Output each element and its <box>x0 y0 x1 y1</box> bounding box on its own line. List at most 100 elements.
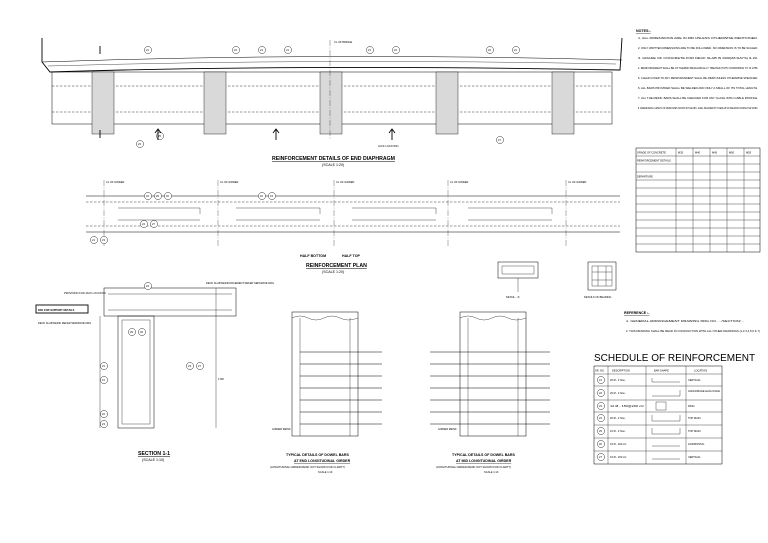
schedule-row: 21 20 Ø - 2 Nos. VERTICAL <box>597 376 701 384</box>
deck-top-bar <box>47 61 617 67</box>
section-scale: (SCALE 1:10) <box>142 458 164 462</box>
girder-label: CL OF GIRDER <box>450 180 468 184</box>
deck-slab-soffit <box>41 56 623 63</box>
bar-mark: 25 <box>156 194 159 198</box>
bar-mark: 23 <box>102 422 105 426</box>
jack-arrow-icon <box>388 128 396 140</box>
half-top-label: HALF TOP <box>342 254 361 258</box>
bar-mark: 23 <box>188 364 191 368</box>
detail-a-box <box>497 261 539 279</box>
table-header: M55 <box>746 151 752 155</box>
table-header: GRADE OF CONCRETE <box>637 151 666 155</box>
schedule-row: 24 20 Ø - 2 Nos. TOP MAIN <box>597 414 701 422</box>
bar-mark: 27 <box>498 138 501 142</box>
bar-mark: 21 <box>368 48 371 52</box>
schedule-col: LOCATION <box>694 369 707 373</box>
schedule-desc: 16 Ø - 200 c/c <box>610 455 627 459</box>
girder-label: CL OF GIRDER <box>336 180 354 184</box>
dowel-mid-title-1: TYPICAL DETAILS OF DOWEL BARS <box>452 453 515 457</box>
bar-mark: 21 <box>514 48 517 52</box>
jack-location-label: JACK LOCATION <box>378 144 399 148</box>
small-details: DETAIL - 'A' DETAILS OF BEARING <box>497 261 617 299</box>
dowel-end-title-2: AT END LONGITUDINAL GIRDER <box>294 459 351 463</box>
plan-marks: 22 25 26 22 23 24 27 21 23 <box>90 192 276 244</box>
note-item: 6. ALL BARS PROVIDED SHALL BE WELDED AND… <box>638 86 758 90</box>
schedule-desc: 16 Ø - 200 c/c <box>610 442 627 446</box>
bearing-box <box>587 261 617 291</box>
bar-mark: 24 <box>142 222 145 226</box>
section-label-deck2: DECK SLAB REINF REFER SEPARATE DRG <box>38 321 91 325</box>
dowel-mid-note: (LONGITUDINAL GIRDER REINF. NOT SHOWN FO… <box>436 465 511 469</box>
bar-shape <box>652 390 681 397</box>
end-diaphragm-scale: (SCALE 1:20) <box>322 163 344 167</box>
bar-mark: 24 <box>146 284 149 288</box>
reference-heading: REFERENCE :- <box>624 311 650 315</box>
table-section: DEPARTURE <box>637 175 653 179</box>
bar-mark: 22 <box>260 194 263 198</box>
plan-scale: (SCALE 1:20) <box>322 270 344 274</box>
schedule-location: VERTICAL <box>688 455 701 459</box>
deck-slab-outline <box>41 37 623 73</box>
girder-label: CL OF GIRDER <box>106 180 124 184</box>
schedule-desc: 12 Ø - 150@200 c/c <box>610 404 645 408</box>
schedule-location: ANCHORAGE EACH FACE <box>688 389 720 393</box>
dowel-mid-girder-label: GIRDER REINF. <box>438 427 457 431</box>
support-pad-box <box>35 304 89 314</box>
schedule-title: SCHEDULE OF REINFORCEMENT <box>594 353 755 364</box>
bar-mark: 27 <box>599 455 602 459</box>
table-section: REINFORCEMENT DETAILS <box>637 159 671 163</box>
dowel-mid-girder <box>459 311 527 437</box>
top-bar-marks: 21 22 21 21 21 22 22 21 <box>144 46 520 54</box>
reference-item: 1. GENERAL ARRANGEMENT DRAWING DRG NO. .… <box>626 319 744 323</box>
note-item: 7. ALL THE REINF. BARS SHALL BE CHECKED … <box>638 96 758 100</box>
dowel-mid-detail: GIRDER REINF. TYPICAL DETAILS OF DOWEL B… <box>430 311 550 474</box>
table-header: M45 <box>712 151 718 155</box>
schedule-location: HORIZONTAL <box>688 442 705 446</box>
dowel-end-girder-label: GIRDER REINF. <box>272 427 291 431</box>
bar-shape <box>655 401 667 411</box>
reinforcement-plan: CL OF GIRDER CL OF GIRDER CL OF GIRDER C… <box>86 180 620 274</box>
bar-mark: 22 <box>146 194 149 198</box>
section-marks: 24 25 26 21 23 27 21 22 23 <box>100 282 204 428</box>
note-item: 3. GRADE OF CONCRETE FOR DECK SLAB IS M4… <box>638 56 758 60</box>
schedule-col: BAR SHAPE <box>654 369 669 373</box>
schedule-location: TOP MAIN <box>688 416 701 420</box>
schedule-desc: 20 Ø - 2 Nos. <box>610 416 626 420</box>
bar-mark: 26 <box>599 442 602 446</box>
section-label-jack: PROVISION FOR JACK LOCATION <box>64 291 106 295</box>
bar-shape <box>651 378 680 383</box>
dowel-end-title-1: TYPICAL DETAILS OF DOWEL BARS <box>286 453 349 457</box>
bar-mark: 27 <box>198 364 201 368</box>
girder-label: CL OF GIRDER <box>220 180 238 184</box>
reinforcement-schedule: SCHEDULE OF REINFORCEMENT SR. NO. DESCRI… <box>593 353 755 465</box>
bar-mark: 21 <box>92 238 95 242</box>
bar-mark: 23 <box>102 238 105 242</box>
dowel-mid-scale: SCALE 1:10 <box>484 470 499 474</box>
bar-mark: 25 <box>130 330 133 334</box>
schedule-row: 23 12 Ø - 150@200 c/c RING <box>597 401 694 411</box>
plan-title: REINFORCEMENT PLAN <box>306 263 367 269</box>
dowel-end-detail: GIRDER REINF. TYPICAL DETAILS OF DOWEL B… <box>270 311 382 474</box>
bar-mark: 23 <box>138 142 141 146</box>
schedule-desc: 20 Ø - 2 Nos. <box>610 391 626 395</box>
girder-2 <box>203 71 227 135</box>
girder-label: CL OF GIRDER <box>568 180 586 184</box>
section-1-1: 1700 PAD FOR SUPPORT DETAILS PROVISION F… <box>35 281 274 462</box>
girder-4 <box>435 71 459 135</box>
section-web <box>117 315 155 429</box>
dowel-end-scale: SCALE 1:10 <box>318 470 333 474</box>
bar-mark: 22 <box>599 391 602 395</box>
jack-arrow-icon <box>272 128 280 140</box>
bar-mark: 24 <box>599 416 602 420</box>
section-title: SECTION 1-1 <box>138 451 170 457</box>
bar-mark: 25 <box>599 429 602 433</box>
bar-mark: 25 <box>158 134 161 138</box>
bar-mark: 21 <box>599 378 602 382</box>
reference-item: 2. THIS DRAWING SHALL BE READ IN CONJUNC… <box>626 329 760 333</box>
bar-shape <box>651 428 681 435</box>
schedule-location: RING <box>688 404 694 408</box>
table-header: M35 <box>678 151 684 155</box>
notes-heading: NOTES:- <box>636 29 652 33</box>
end-diaphragm-elevation: CL OF BRIDGE 21 22 21 21 21 22 22 21 23 … <box>41 37 623 167</box>
bar-mark: 21 <box>102 364 105 368</box>
